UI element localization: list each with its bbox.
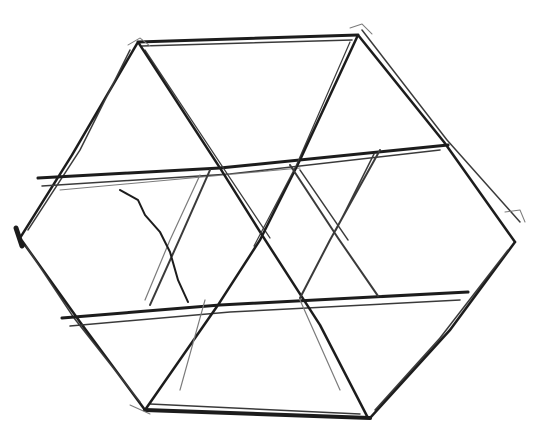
- horizontal-lines: [38, 145, 468, 326]
- hexagon-edge-bottom: [145, 410, 370, 418]
- inner-right-descending-retrace: [300, 170, 348, 240]
- star-diagonals: [120, 35, 380, 418]
- inner-squiggle-stroke: [120, 190, 188, 302]
- lower-inner-faint-left: [180, 300, 205, 390]
- upper-horizontal-line-retrace: [42, 150, 440, 186]
- hexagon-edge-upper-left: [20, 42, 138, 238]
- scribble-top-right: [350, 24, 372, 34]
- inner-right-ascending-retrace: [336, 154, 374, 230]
- diagonal-topright-retrace: [254, 42, 350, 246]
- diagonal-topright-to-bottomleft: [145, 35, 358, 410]
- hexagon-edge-upper-right-retrace: [362, 30, 520, 222]
- lower-horizontal-line: [62, 292, 468, 318]
- inner-left-line-retrace: [145, 175, 200, 300]
- inner-right-ascending-line: [300, 150, 380, 298]
- lower-inner-faint-right: [300, 300, 340, 390]
- inner-right-descending-line: [290, 165, 378, 296]
- diagonal-topleft-retrace: [145, 50, 270, 238]
- hexagon-edge-upper-right: [358, 35, 515, 242]
- hexagon-edge-lower-right-retrace: [375, 250, 508, 410]
- hexagon-corner-smudge-left: [16, 228, 22, 246]
